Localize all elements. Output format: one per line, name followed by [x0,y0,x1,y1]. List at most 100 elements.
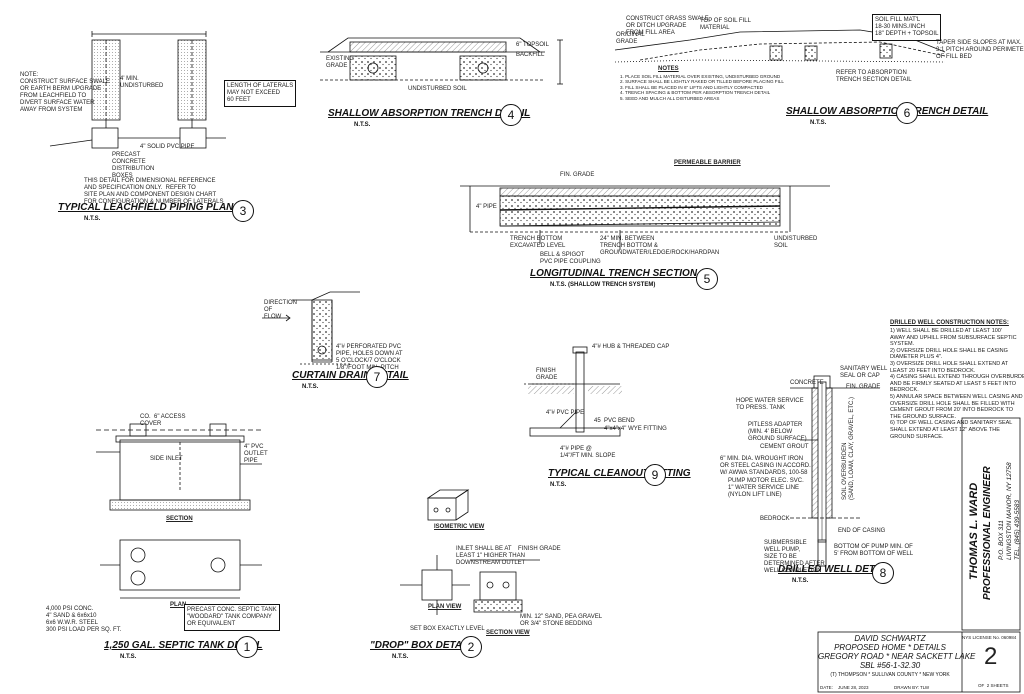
town-county: (T) THOMPSON * SULLIVAN COUNTY * NEW YOR… [830,672,950,678]
cleanout-cap-label: 4"# HUB & THREADED CAP [592,344,670,350]
cleanout-drawing [524,346,622,437]
detail-4-title: SHALLOW ABSORPTION TRENCH DETAIL [328,108,531,119]
fill-bed-notes-title: NOTES [658,66,679,72]
well-submersible-label: SUBMERSIBLE WELL PUMP, SIZE TO BE DETERM… [764,540,825,574]
well-grout-label: CEMENT GROUT [760,444,809,450]
drop-box-drawing [400,489,540,615]
client-name: DAVID SCHWARTZ [854,634,926,643]
date-label: DATE: [820,685,833,690]
tank-section-label: SECTION [166,516,193,522]
detail-3-number: 3 [232,200,254,222]
cleanout-slope-label: 4"# PIPE @ 1/4"/FT MIN. SLOPE [560,446,616,459]
date-value: JUNE 28, 2023 [838,685,869,690]
detail-4-number: 4 [500,104,522,126]
tank-precast-box: PRECAST CONC. SEPTIC TANK "WOODARD" TANK… [184,604,280,631]
fill-bed-swale-label: CONSTRUCT GRASS SWALE OR DITCH UPGRADE F… [626,16,709,36]
fill-bed-original-grade-label: ORIGINAL GRADE [616,32,645,45]
detail-2-number: 2 [460,636,482,658]
well-bottom-label: BOTTOM OF PUMP MIN. OF 5' FROM BOTTOM OF… [834,544,914,557]
curtain-drain-drawing [262,291,360,365]
well-grade-label: FIN. GRADE [846,384,881,390]
well-pump-label: PUMP MOTOR ELEC. SVC. 1" WATER SERVICE L… [728,478,804,498]
detail-3-scale: N.T.S. [84,216,101,222]
detail-2-scale: N.T.S. [392,654,409,660]
curtain-flow-label: DIRECTION OF FLOW [264,300,297,320]
long-undisturbed-label: UNDISTURBED SOIL [774,236,818,249]
sheet-count: OF 2 SHEETS [978,683,1009,688]
well-bedrock-label: BEDROCK [760,516,790,522]
long-pipe-label: 4" PIPE [476,204,497,210]
leachfield-undisturbed-label: 4' MIN. UNDISTURBED [120,76,164,89]
drawn-by-value: TLW [920,685,930,690]
detail-6-number: 6 [896,102,918,124]
engineer-title: PROFESSIONAL ENGINEER [982,466,993,600]
leachfield-length-box: LENGTH OF LATERALS MAY NOT EXCEED 60 FEE… [224,80,297,107]
detail-4-scale: N.T.S. [354,122,371,128]
well-overburden-label: SOIL OVERBURDEN (SAND, LOAM, CLAY, GRAVE… [842,396,855,500]
leachfield-pipe-label: 4" SOLID PVC PIPE [140,144,195,150]
tank-access-label: CO. 6" ACCESS COVER [140,414,186,427]
box-level-label: SET BOX EXACTLY LEVEL [410,626,485,632]
detail-9-title: TYPICAL CLEANOUT FITTING [548,468,691,479]
detail-7-scale: N.T.S. [302,384,319,390]
detail-3-title: TYPICAL LEACHFIELD PIPING PLAN [58,202,234,213]
project-name: PROPOSED HOME * DETAILS [834,643,946,652]
leachfield-length-text: LENGTH OF LATERALS MAY NOT EXCEED 60 FEE… [227,83,294,103]
detail-9-number: 9 [644,464,666,486]
detail-2-title: "DROP" BOX DETAIL [370,640,471,651]
detail-1-number: 1 [236,636,258,658]
cleanout-pipe-label: 4"# PVC PIPE [546,410,585,416]
title-block-frame [817,417,1021,693]
detail-7-title: CURTAIN DRAIN DETAIL [292,370,409,381]
engineer-address: P.O. BOX 311 LIVINGSTON MANOR, NY 12758 … [998,462,1021,560]
well-cover-label: SANITARY WELL SEAL OR CAP [840,366,888,379]
detail-5-scale: N.T.S. (SHALLOW TRENCH SYSTEM) [550,282,656,288]
detail-6-scale: N.T.S. [810,120,827,126]
cleanout-wye-label: 4"x4"x4" WYE FITTING [604,426,667,432]
cleanout-bend-label: 45 PVC BEND [594,418,635,424]
long-bottom-label: TRENCH BOTTOM EXCAVATED LEVEL [510,236,566,249]
box-grade-label: FINISH GRADE [518,546,561,552]
well-hope-label: HOPE WATER SERVICE TO PRESS. TANK [736,398,804,411]
tank-volume-label: 4,000 PSI CONC. 4" SAND & 6x6x10 6x6 W.W… [46,606,122,633]
tank-inlet-label: SIDE INLET [150,456,183,462]
detail-7-number: 7 [366,366,388,388]
detail-9-scale: N.T.S. [550,482,567,488]
drawn-by-label: DRAWN BY: [894,685,920,690]
fill-bed-top-fill-label: TOP OF SOIL FILL MATERIAL [700,18,751,31]
sbl-number: SBL #56-1-32.30 [859,661,921,670]
well-notes: 1) WELL SHALL BE DRILLED AT LEAST 100' A… [890,328,1024,440]
long-barrier-label: PERMEABLE BARRIER [674,160,741,166]
well-pitless-label: PITLESS ADAPTER (MIN. 4' BELOW GROUND SU… [748,422,807,442]
detail-6-title: SHALLOW ABSORPTION TRENCH DETAIL [786,106,989,117]
fill-bed-reference-label: REFER TO ABSORPTION TRENCH SECTION DETAI… [836,70,912,83]
tank-outlet-label: 4" PVC OUTLET PIPE [244,444,268,464]
leachfield-box-label: PRECAST CONCRETE DISTRIBUTION BOXES [112,152,155,179]
cleanout-grade-label: FINISH GRADE [536,368,558,381]
long-finish-grade-label: FIN. GRADE [560,172,595,178]
detail-5-title: LONGITUDINAL TRENCH SECTION [530,268,698,279]
detail-8-number: 8 [872,562,894,584]
long-separation-label: 24" MIN. BETWEEN TRENCH BOTTOM & GROUNDW… [600,236,720,256]
detail-8-title: DRILLED WELL DETAIL [778,564,891,575]
tank-plan-label: PLAN [170,602,187,608]
trench-undisturbed-label: UNDISTURBED SOIL [408,86,467,92]
fill-bed-notes: 1. PLACE SOIL FILL MATERIAL OVER EXISTIN… [620,74,784,101]
tank-precast-text: PRECAST CONC. SEPTIC TANK "WOODARD" TANK… [187,607,277,627]
drilled-well-drawing [790,375,880,567]
trench-topsoil-label: 6" TOPSOIL [516,42,549,48]
detail-8-scale: N.T.S. [792,578,809,584]
detail-5-number: 5 [696,268,718,290]
license-number: NYS LICENSE No. 060984 [962,635,1017,640]
leachfield-plan-drawing [49,31,226,149]
leachfield-note: NOTE: CONSTRUCT SURFACE SWALE OR EARTH B… [20,72,111,113]
engineer-name: THOMAS L. WARD [968,482,980,580]
well-casing-label: 6" MIN. DIA. WROUGHT IRON OR STEEL CASIN… [720,456,811,476]
sheet-number: 2 [984,643,998,670]
fill-bed-material-box: SOIL FILL MAT'L 18-30 MINS./INCH 18" DEP… [872,14,942,41]
box-stone-label: MIN. 12" SAND, PEA GRAVEL OR 3/4" STONE … [520,614,603,627]
long-bell-spigot-label: BELL & SPIGOT PVC PIPE COUPLING [540,252,601,265]
box-isometric-label: ISOMETRIC VIEW [434,524,485,530]
